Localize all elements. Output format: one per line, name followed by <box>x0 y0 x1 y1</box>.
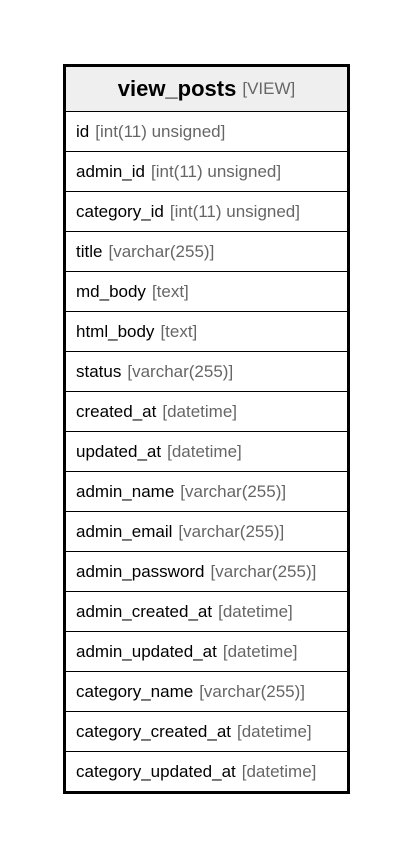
column-type: [int(11) unsigned] <box>151 161 282 181</box>
column-type: [varchar(255)] <box>108 241 215 261</box>
column-name: title <box>76 241 103 261</box>
column-name: admin_created_at <box>76 601 213 621</box>
column-row-html-body: html_body [text] <box>66 312 347 352</box>
column-row-admin-created-at: admin_created_at [datetime] <box>66 592 347 632</box>
column-name: id <box>76 121 90 141</box>
column-type: [varchar(255)] <box>199 681 306 701</box>
column-name: admin_password <box>76 561 205 581</box>
entity-header: view_posts [VIEW] <box>66 67 347 112</box>
column-type: [varchar(255)] <box>178 521 285 541</box>
column-name: md_body <box>76 281 146 301</box>
column-row-created-at: created_at [datetime] <box>66 392 347 432</box>
column-name: updated_at <box>76 441 162 461</box>
column-type: [datetime] <box>218 601 293 621</box>
column-type: [datetime] <box>241 761 317 781</box>
column-type: [text] <box>160 321 198 341</box>
column-type: [datetime] <box>167 441 242 461</box>
column-name: category_id <box>76 201 164 221</box>
column-row-category-id: category_id [int(11) unsigned] <box>66 192 347 232</box>
entity-kind: [VIEW] <box>242 79 296 98</box>
column-name: status <box>76 361 122 381</box>
column-name: admin_id <box>76 161 145 181</box>
column-row-admin-updated-at: admin_updated_at [datetime] <box>66 632 347 672</box>
column-row-id: id [int(11) unsigned] <box>66 112 347 152</box>
column-name: admin_name <box>76 481 175 501</box>
column-type: [varchar(255)] <box>127 361 234 381</box>
entity-name: view_posts <box>117 76 237 101</box>
column-name: html_body <box>76 321 155 341</box>
column-type: [text] <box>151 281 189 301</box>
column-row-title: title [varchar(255)] <box>66 232 347 272</box>
column-type: [int(11) unsigned] <box>169 201 300 221</box>
column-name: admin_email <box>76 521 173 541</box>
column-type: [varchar(255)] <box>210 561 317 581</box>
column-row-admin-email: admin_email [varchar(255)] <box>66 512 347 552</box>
column-name: category_created_at <box>76 721 231 741</box>
column-type: [datetime] <box>222 641 298 661</box>
column-row-category-name: category_name [varchar(255)] <box>66 672 347 712</box>
column-row-md-body: md_body [text] <box>66 272 347 312</box>
view-posts-entity: view_posts [VIEW] id [int(11) unsigned] … <box>63 64 350 794</box>
column-row-category-created-at: category_created_at [datetime] <box>66 712 347 752</box>
column-name: admin_updated_at <box>76 641 217 661</box>
column-type: [varchar(255)] <box>180 481 287 501</box>
column-name: category_name <box>76 681 194 701</box>
column-name: created_at <box>76 401 157 421</box>
column-name: category_updated_at <box>76 761 236 781</box>
column-row-category-updated-at: category_updated_at [datetime] <box>66 752 347 791</box>
column-row-updated-at: updated_at [datetime] <box>66 432 347 472</box>
column-row-admin-id: admin_id [int(11) unsigned] <box>66 152 347 192</box>
column-row-admin-password: admin_password [varchar(255)] <box>66 552 347 592</box>
column-row-admin-name: admin_name [varchar(255)] <box>66 472 347 512</box>
column-type: [int(11) unsigned] <box>95 121 226 141</box>
column-type: [datetime] <box>162 401 237 421</box>
column-row-status: status [varchar(255)] <box>66 352 347 392</box>
column-type: [datetime] <box>237 721 312 741</box>
